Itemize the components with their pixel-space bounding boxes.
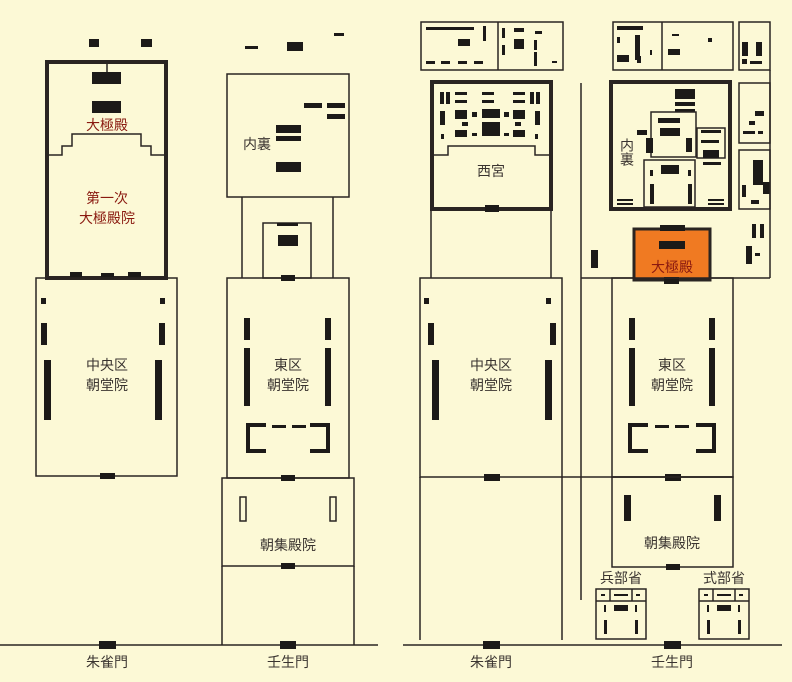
nishimiya-compound: 西宮 [430,80,553,212]
daigokuden-right: 大極殿 [632,225,712,284]
label-higashi-right-1: 東区 [658,358,686,374]
label-daigokuden-in-2: 大極殿院 [79,211,135,227]
label-shikibusho: 式部省 [703,571,745,587]
northwest-blocks [420,21,564,71]
label-gate-mibu-right: 壬生門 [651,655,693,671]
choshuden-right: 朝集殿院 [611,476,734,570]
dairi-compound: 内裏 [226,73,350,198]
label-chuo-right-1: 中央区 [470,358,512,374]
label-daigokuden-right: 大極殿 [651,260,693,276]
chuo-chodoin-right: 中央区 朝堂院 [419,277,563,481]
label-chuo-1: 中央区 [86,358,128,374]
label-chuo-2: 朝堂院 [86,378,128,394]
left-plan: 大極殿 第一次 大極殿院 中央区 朝堂院 内裏 [0,33,378,671]
right-plan: 西宮 中央区 朝堂院 [403,21,782,671]
shikibusho: 式部省 [698,571,750,640]
label-dairi-1: 内裏 [243,136,271,153]
hyobusho: 兵部省 [595,571,647,640]
dairi-compound-right: 内裏 [609,80,732,211]
chuo-chodoin: 中央区 朝堂院 [35,277,178,479]
higashi-chodoin: 東区 朝堂院 [226,275,350,479]
first-daigokuden-compound: 大極殿 第一次 大極殿院 [45,60,168,280]
choshuden-compound: 朝集殿院 [221,475,355,569]
label-choshuden-right: 朝集殿院 [644,535,700,552]
label-higashi-2: 朝堂院 [267,378,309,394]
label-higashi-right-2: 朝堂院 [651,378,693,394]
label-dairi-right-1: 内裏 [618,138,634,167]
label-choshuden: 朝集殿院 [260,537,316,554]
higashi-chodoin-right: 東区 朝堂院 [611,277,734,481]
label-gate-mibu: 壬生門 [267,655,309,671]
label-gate-suzaku-right: 朱雀門 [470,655,512,671]
label-higashi-1: 東区 [274,358,302,374]
label-daigokuden: 大極殿 [86,118,128,134]
label-chuo-right-2: 朝堂院 [470,378,512,394]
label-gate-suzaku: 朱雀門 [86,655,128,671]
label-daigokuden-in-1: 第一次 [86,190,128,207]
label-hyobusho: 兵部省 [600,571,642,587]
label-nishimiya: 西宮 [477,164,505,180]
